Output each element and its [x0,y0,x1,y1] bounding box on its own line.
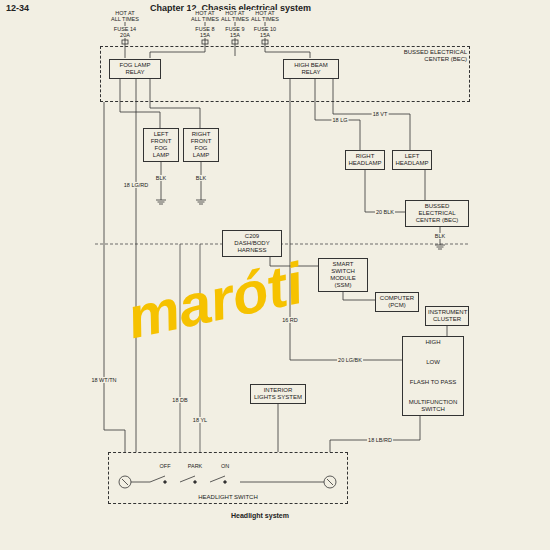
switch-contacts [131,482,324,483]
harness-connector: C209DASH/BODY HARNESS [222,230,282,257]
circuit-label: 16 RD [281,317,299,323]
component-name: LEFT HEADLAMP [395,153,429,167]
ground-symbol [196,200,206,204]
wire [136,79,137,452]
circuit-label: ON [220,463,230,469]
bussed-electrical-center: BUSSED ELECTRICAL CENTER (BEC) [405,200,469,227]
fuse-label: HOT AT ALL TIMES [191,10,219,22]
wire [278,404,279,452]
circuit-label: 18 DB [171,397,188,403]
circuit-label: 18 YL [192,417,208,423]
fuse-label: FUSE 14 20A [111,26,139,38]
switch-contacts [194,481,197,484]
switch-contacts [122,479,333,485]
component-name: BUSSED ELECTRICAL CENTER (BEC) [408,203,466,224]
harness-line [95,244,470,245]
component-name: RIGHT HEADLAMP [348,153,382,167]
switch-contacts [150,476,225,482]
fuse-label: FUSE 10 15A [251,26,279,38]
page-number: 12-34 [6,3,29,13]
instrument-cluster: INSTRUMENT CLUSTER [425,306,469,326]
component-name: SMART SWITCH MODULE (SSM) [321,261,365,289]
component-name: INTERIOR LIGHTS SYSTEM [253,387,303,401]
component-name: RIGHT FRONT FOG LAMP [186,131,216,159]
bussed-electrical-center: BUSSED ELECTRICAL CENTER (BEC) FOG LAMP R… [100,46,470,102]
component-name: INSTRUMENT CLUSTER [428,309,466,323]
fuse-feed [122,40,128,44]
headlamp: RIGHT HEADLAMP [345,150,385,170]
fuse-label: FUSE 8 15A [191,26,219,38]
wire [333,79,410,150]
circuit-label: 18 LG [332,117,349,123]
component-name: C209 [225,233,279,240]
wire [330,416,420,452]
ground-symbol [156,200,445,249]
fuse-feed [232,40,238,44]
circuit-label: 18 WT/TN [90,377,117,383]
wire [343,292,375,300]
engine-computer: COMPUTER (PCM) [375,292,419,312]
figure-caption: Headlight system [231,512,289,519]
circuit-label: 20 LG/BK [337,357,363,363]
component-name: BUSSED ELECTRICAL CENTER (BEC) [393,49,467,63]
wire [447,326,448,336]
watermark: maróti [121,249,308,351]
multifunction-switch: HIGH LOW FLASH TO PASS MULTIFUNCTION SWITCH [402,336,464,416]
control-module: SMART SWITCH MODULE (SSM) [318,258,368,292]
headlamp: LEFT HEADLAMP [392,150,432,170]
switch-contacts [224,481,227,484]
circuit-label: PARK [187,463,204,469]
fuse-feed [122,10,310,58]
wire [150,79,200,128]
component-name: HIGH [425,339,442,346]
switch-contacts [119,476,336,488]
circuit-label: BLK [155,175,167,181]
circuit-label: BLK [434,233,446,239]
interior-lights: INTERIOR LIGHTS SYSTEM [250,384,306,404]
circuit-label: OFF [159,463,172,469]
ground-symbol [156,200,166,204]
wire [120,79,160,128]
component-name: DASH/BODY HARNESS [225,240,279,254]
fuse-label: HOT AT ALL TIMES [221,10,249,22]
component-name: FLASH TO PASS [409,379,457,386]
circuit-label: 18 VT [372,111,389,117]
fuse-feed [202,40,208,44]
component-name: COMPUTER (PCM) [378,295,416,309]
circuit-label: BLK [195,175,207,181]
high-beam-relay: HIGH BEAM RELAY [283,59,339,79]
wire [365,170,405,212]
fuse-label: HOT AT ALL TIMES [111,10,139,22]
component-name: HEADLIGHT SWITCH [197,494,259,501]
fog-lamp-relay: FOG LAMP RELAY [109,59,161,79]
component-name: LEFT FRONT FOG LAMP [146,131,176,159]
circuit-label: 18 LB/RD [367,437,393,443]
wire [290,79,402,360]
component-name: FOG LAMP RELAY [112,62,158,76]
component-name: HIGH BEAM RELAY [286,62,336,76]
headlight-switch: HEADLIGHT SWITCH [108,452,348,504]
switch-contacts [164,481,167,484]
fuse-feed [262,40,268,44]
fog-lamp: LEFT FRONT FOG LAMP [143,128,179,162]
circuit-label: 18 LG/RD [123,182,149,188]
fuse-label: FUSE 9 15A [221,26,249,38]
component-name: MULTIFUNCTION SWITCH [405,399,461,413]
ground-symbol [435,245,445,249]
wire [104,102,125,452]
wire [425,170,426,200]
circuit-label: 20 BLK [375,209,395,215]
harness-line [95,244,470,452]
fog-lamp: RIGHT FRONT FOG LAMP [183,128,219,162]
fuse-label: HOT AT ALL TIMES [251,10,279,22]
component-name: LOW [425,359,441,366]
